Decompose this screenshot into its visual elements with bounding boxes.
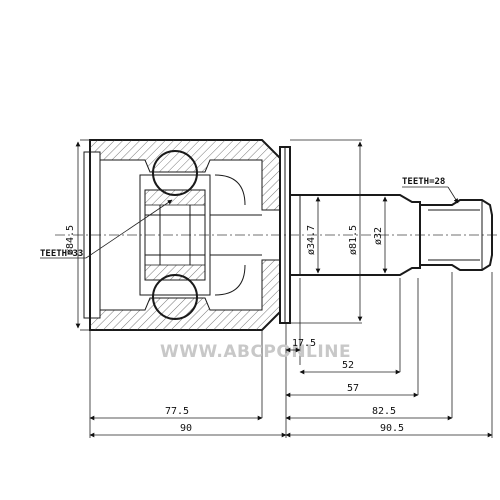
label-d-flange: ø81.5 <box>348 225 359 255</box>
ball-bottom <box>152 274 198 320</box>
inner-race-hatch-bottom <box>144 264 206 281</box>
spline-end <box>420 199 493 271</box>
label-17-5: 17.5 <box>292 338 316 349</box>
inner-race <box>139 174 262 296</box>
label-82-5: 82.5 <box>372 406 396 417</box>
label-57: 57 <box>347 383 359 394</box>
flange <box>279 146 291 324</box>
extension-lines <box>80 139 493 438</box>
label-d-shaft: ø34.7 <box>306 225 317 255</box>
watermark-text: WWW.ABCPONLINE <box>160 342 351 362</box>
label-77-5: 77.5 <box>165 406 189 417</box>
ball-top <box>152 150 198 196</box>
label-teeth-outer: TEETH=28 <box>402 177 445 187</box>
label-90: 90 <box>180 423 192 434</box>
label-90-5: 90.5 <box>380 423 404 434</box>
stem-shaft <box>290 194 421 276</box>
label-52: 52 <box>342 360 354 371</box>
label-teeth-inner: TEETH=33 <box>40 249 83 259</box>
inner-race-hatch-top <box>144 189 206 206</box>
label-d-spline: ø32 <box>373 227 384 245</box>
label-d-outer: ø84.5 <box>65 225 76 255</box>
